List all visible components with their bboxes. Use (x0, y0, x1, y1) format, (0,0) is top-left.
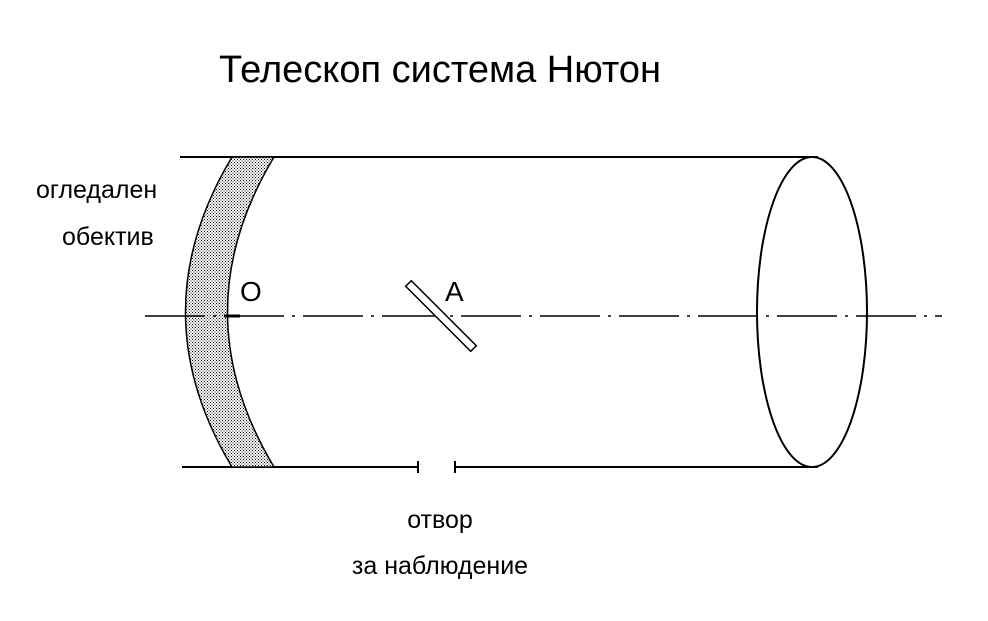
opening-label-line2: за наблюдение (352, 552, 528, 580)
point-a-label: А (445, 276, 464, 307)
opening-label-line1: отвор (407, 506, 473, 534)
mirror-label-line2: обектив (62, 223, 154, 251)
tube-open-end (756, 156, 868, 468)
secondary-mirror (404, 279, 478, 353)
diagram-title: Телескоп система Нютон (219, 49, 661, 91)
mirror-label-line1: огледален (36, 176, 157, 204)
point-o-label: О (240, 276, 262, 307)
primary-mirror (184, 156, 276, 468)
